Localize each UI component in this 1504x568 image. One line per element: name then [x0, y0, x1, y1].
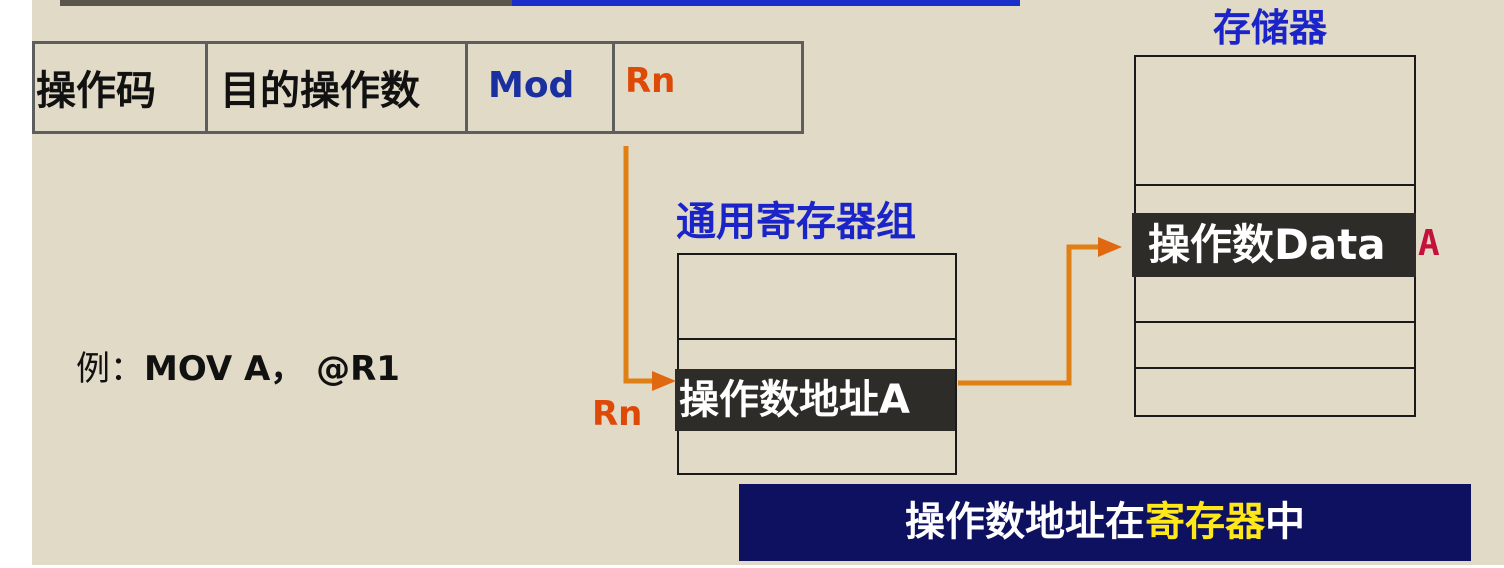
register-cell-divider: [679, 338, 955, 340]
top-bar-gray: [60, 0, 512, 6]
field-rn: Rn: [612, 44, 801, 131]
register-operand-address-label: 操作数地址A: [679, 377, 910, 423]
register-operand-address-cell: [675, 369, 955, 431]
example-prefix: 例：: [76, 349, 144, 389]
memory-title: 存储器: [1212, 6, 1327, 50]
caption-text-highlight: 寄存器: [1145, 499, 1265, 545]
caption-text-before: 操作数地址在: [905, 499, 1145, 545]
caption-text-after: 中: [1265, 499, 1305, 545]
register-pointer-label: Rn: [592, 394, 643, 434]
field-opcode: 操作码: [32, 44, 207, 131]
rn-to-register-arrowhead: [652, 371, 676, 391]
memory-cell-divider: [1136, 321, 1414, 323]
field-mod: Mod: [465, 44, 615, 131]
memory-cell-divider: [1136, 367, 1414, 369]
field-destination-operand-label: 目的操作数: [220, 68, 420, 114]
register-to-memory-arrowhead: [1098, 237, 1122, 257]
caption-banner: 操作数地址在寄存器中: [739, 484, 1471, 561]
field-mod-label: Mod: [488, 65, 575, 106]
caption-text: 操作数地址在寄存器中: [739, 484, 1471, 561]
register-group-title: 通用寄存器组: [676, 199, 916, 245]
instruction-format-table: 操作码 目的操作数 Mod Rn: [32, 41, 804, 134]
slide-bottom-margin: [0, 565, 1504, 568]
example-code: MOV A， @R1: [144, 349, 400, 389]
memory-operand-cell: [1132, 213, 1416, 277]
register-to-memory-arrow-line: [958, 244, 1102, 386]
example-instruction: 例：MOV A， @R1: [76, 344, 400, 394]
field-opcode-label: 操作码: [36, 68, 156, 114]
memory-address-label: A: [1418, 223, 1440, 264]
memory-operand-label: 操作数Data: [1148, 220, 1386, 269]
slide-left-margin: [0, 0, 32, 568]
field-destination-operand: 目的操作数: [205, 44, 467, 131]
top-bar-blue: [512, 0, 1020, 6]
rn-to-register-arrow-line: [623, 146, 656, 384]
field-rn-label: Rn: [625, 61, 676, 101]
memory-cell-divider: [1136, 184, 1414, 186]
